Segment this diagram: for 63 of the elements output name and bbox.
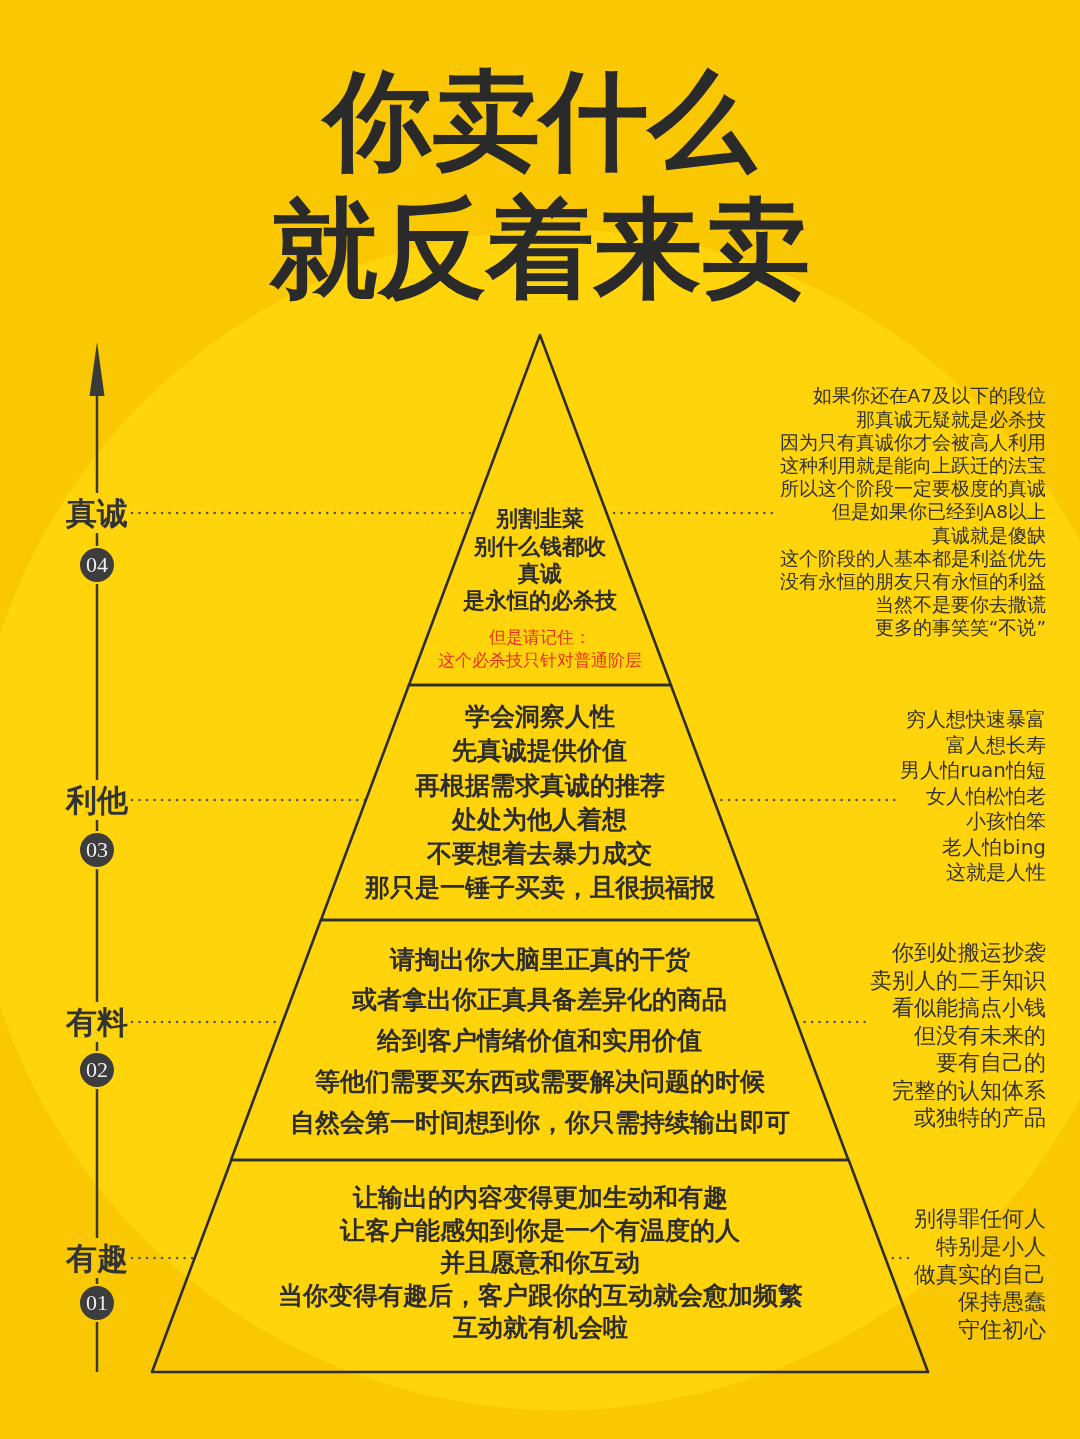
level-label: 利他	[66, 782, 128, 818]
side-note: 但是如果你已经到A8以上	[831, 500, 1046, 524]
side-note: 小孩怕笨	[966, 809, 1046, 835]
tier-text: 真诚	[518, 560, 562, 588]
side-note: 所以这个阶段一定要极度的真诚	[780, 477, 1046, 501]
tier-text: 或者拿出你正真具备差异化的商品	[352, 984, 728, 1016]
side-note: 保持愚蠢	[958, 1288, 1046, 1317]
tier-text: 等他们需要买东西或需要解决问题的时候	[315, 1066, 765, 1098]
side-note: 做真实的自己	[914, 1260, 1046, 1289]
tier-note: 但是请记住：	[489, 627, 591, 649]
side-note: 看似能搞点小钱	[892, 994, 1046, 1022]
leader-line	[130, 798, 368, 802]
side-note: 你到处搬运抄袭	[892, 939, 1046, 967]
tier-text: 互动就有机会啦	[452, 1312, 628, 1344]
side-note: 或独特的产品	[914, 1104, 1046, 1132]
tier-text: 给到客户情绪价值和实用价值	[377, 1025, 703, 1057]
side-note: 穷人想快速暴富	[906, 707, 1046, 733]
side-note: 别得罪任何人	[914, 1205, 1046, 1233]
side-note: 因为只有真诚你才会被高人利用	[780, 430, 1046, 454]
side-note: 这种利用就是能向上跃迁的法宝	[780, 454, 1046, 478]
pyramid-tier	[407, 333, 673, 687]
tier-text: 当你变得有趣后，客户跟你的互动就会愈加频繁	[277, 1280, 803, 1312]
level-label: 真诚	[66, 495, 128, 531]
number-badge: 01	[80, 1286, 114, 1320]
side-note: 真诚就是傻缺	[932, 523, 1046, 547]
side-note: 男人怕ruan怕短	[900, 758, 1046, 784]
level-label: 有料	[66, 1004, 128, 1040]
side-note: 老人怕bing	[942, 834, 1046, 861]
side-note: 富人想长寿	[946, 732, 1046, 759]
side-note: 那真诚无疑就是必杀技	[856, 407, 1046, 431]
tier-text: 让客户能感知到你是一个有温度的人	[340, 1215, 740, 1247]
side-note: 当然不是要你去撒谎	[875, 593, 1046, 617]
tier-text: 让输出的内容变得更加生动和有趣	[352, 1182, 728, 1214]
title: 你卖什么就反着来卖	[270, 57, 810, 313]
side-note: 更多的事笑笑“不说”	[874, 616, 1046, 640]
tier-text: 先真诚提供价值	[452, 735, 628, 767]
leader-line	[130, 1256, 196, 1260]
side-note: 如果你还在A7及以下的段位	[812, 384, 1046, 408]
tier-text: 别割韭菜	[496, 505, 584, 533]
pyramid-tier	[319, 683, 761, 922]
level-label: 有趣	[66, 1240, 128, 1276]
tier-text: 并且愿意和你互动	[440, 1247, 640, 1279]
tier-text: 再根据需求真诚的推荐	[415, 770, 665, 802]
side-note: 守住初心	[958, 1316, 1046, 1345]
side-note: 女人怕松怕老	[926, 783, 1046, 810]
tier-text: 处处为他人着想	[452, 804, 628, 836]
side-note: 没有永恒的朋友只有永恒的利益	[780, 570, 1046, 594]
side-note: 特别是小人	[936, 1232, 1046, 1261]
tier-text: 学会洞察人性	[465, 701, 615, 733]
side-note: 卖别人的二手知识	[870, 966, 1046, 995]
tier-text: 自然会第一时间想到你，你只需持续输出即可	[290, 1107, 790, 1139]
pyramid-tier	[229, 918, 851, 1162]
tier-text: 不要想着去暴力成交	[427, 838, 653, 870]
side-note: 这就是人性	[946, 860, 1046, 886]
tier-note: 这个必杀技只针对普通阶层	[438, 650, 642, 672]
tier-text: 别什么钱都收	[474, 533, 606, 561]
tier-text: 请掏出你大脑里正真的干货	[390, 944, 690, 976]
side-note: 但没有未来的	[914, 1021, 1046, 1050]
tier-text: 那只是一锤子买卖，且很损福报	[365, 872, 715, 904]
side-note: 要有自己的	[936, 1049, 1046, 1077]
tier-text: 是永恒的必杀技	[463, 587, 617, 615]
side-note: 这个阶段的人基本都是利益优先	[780, 546, 1046, 570]
side-note: 完整的认知体系	[892, 1076, 1046, 1105]
